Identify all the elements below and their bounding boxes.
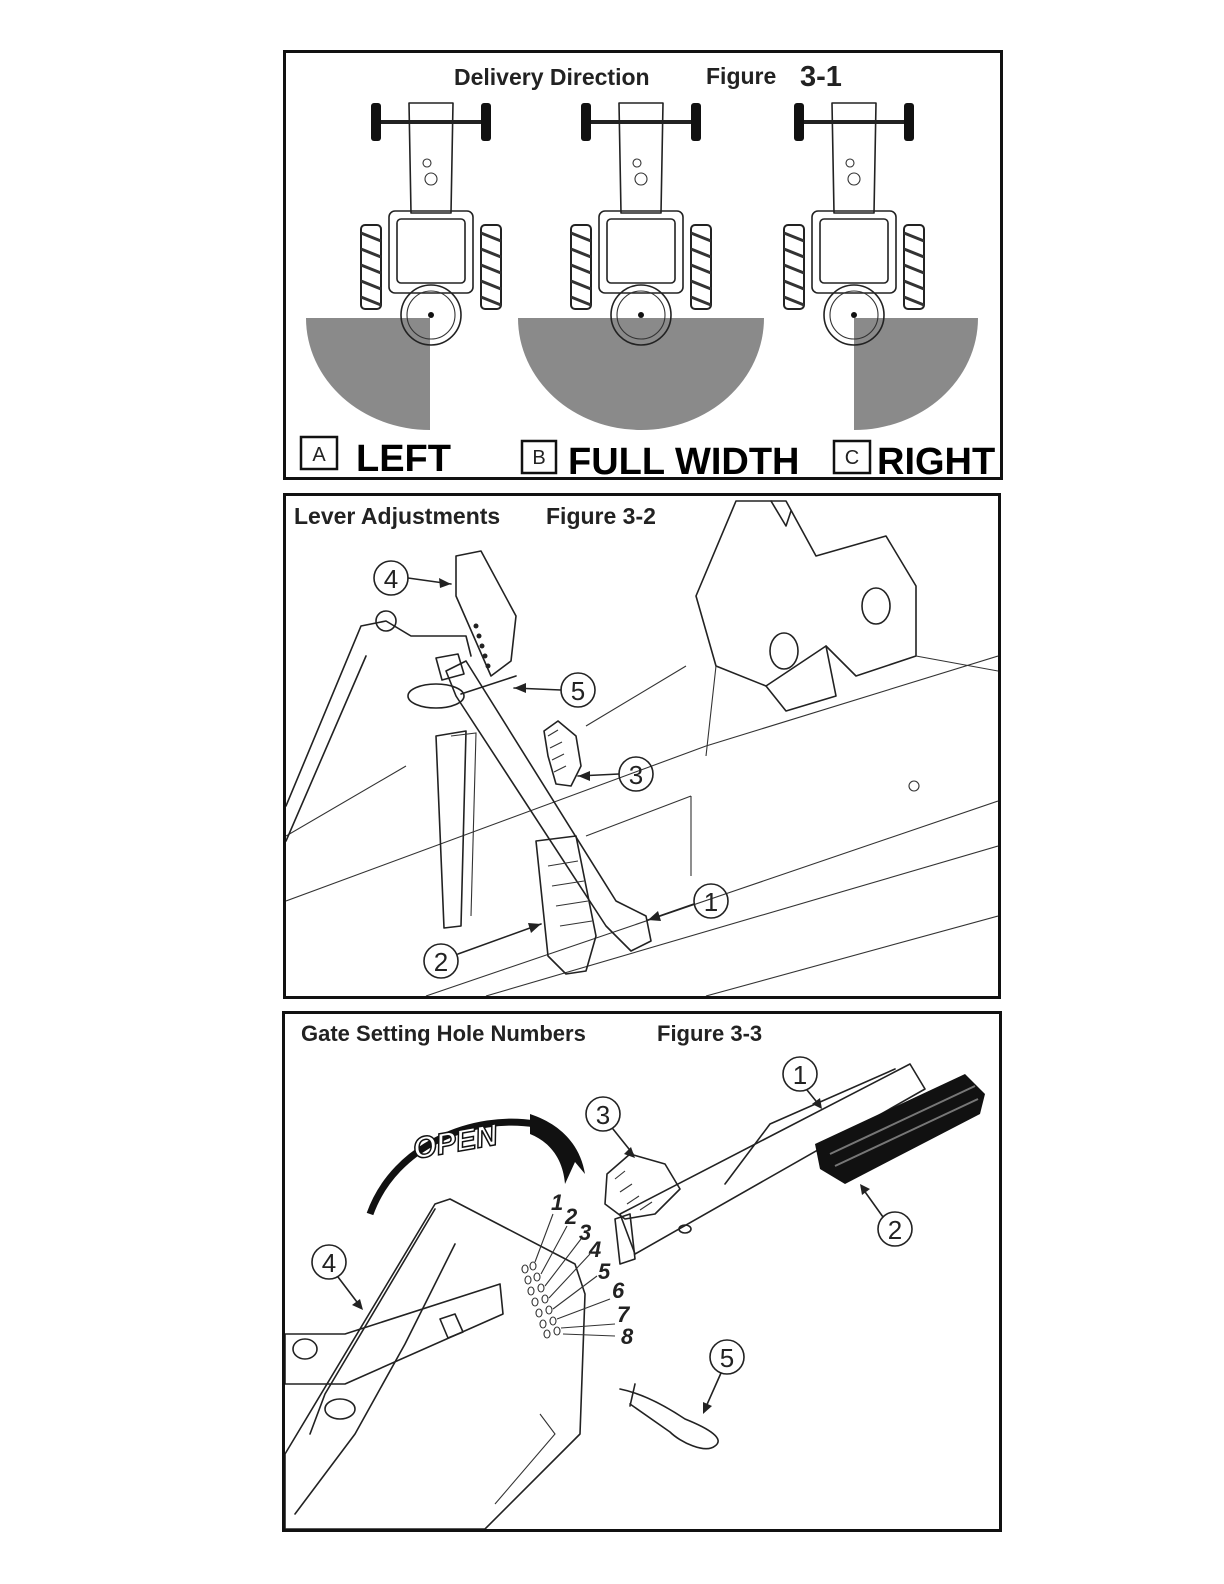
svg-text:5: 5	[720, 1343, 734, 1373]
callout-3: 3	[586, 1097, 635, 1158]
option-a-letter: A	[312, 444, 326, 466]
figure-3-3-label: Figure 3-3	[657, 1021, 762, 1046]
option-a-label: LEFT	[356, 438, 451, 477]
figure-3-1-word: Figure	[706, 63, 776, 89]
svg-text:2: 2	[434, 947, 448, 977]
lever-grip	[815, 1074, 985, 1184]
svg-text:2: 2	[888, 1215, 902, 1245]
gate-link-bar	[285, 1284, 503, 1384]
callout-2: 2	[424, 923, 541, 978]
option-c-label: RIGHT	[877, 441, 995, 477]
callout-5: 5	[514, 673, 595, 707]
delivery-direction-illustration: Delivery Direction Figure 3-1	[286, 53, 1000, 477]
callout-1: 1	[648, 884, 728, 921]
tractor-full-width	[571, 103, 711, 345]
callout-4: 4	[312, 1245, 363, 1310]
adjustment-knob	[544, 721, 581, 786]
svg-text:3: 3	[629, 760, 643, 790]
svg-text:5: 5	[598, 1259, 611, 1284]
svg-text:1: 1	[704, 887, 718, 917]
option-b-letter: B	[532, 447, 545, 469]
spread-pattern-left	[306, 318, 430, 430]
spread-pattern-full-width	[518, 318, 764, 430]
spread-pattern-right	[854, 318, 978, 430]
figure-3-3-title: Gate Setting Hole Numbers	[301, 1021, 586, 1046]
svg-text:6: 6	[612, 1278, 625, 1303]
svg-text:3: 3	[596, 1100, 610, 1130]
figure-3-2-title: Lever Adjustments	[294, 503, 500, 529]
lock-knob	[605, 1154, 680, 1219]
open-label: OPEN	[410, 1118, 501, 1165]
callout-3: 3	[578, 757, 653, 791]
svg-text:4: 4	[384, 564, 398, 594]
adjustment-lever	[446, 661, 651, 951]
figure-3-1-delivery-direction: Delivery Direction Figure 3-1	[283, 50, 1003, 480]
svg-text:5: 5	[571, 676, 585, 706]
figure-3-1-title: Delivery Direction	[454, 64, 650, 90]
option-b-label: FULL WIDTH	[568, 441, 799, 477]
figure-3-3-gate-setting-hole-numbers: Gate Setting Hole Numbers Figure 3-3 OPE…	[282, 1011, 1002, 1532]
svg-text:4: 4	[322, 1248, 336, 1278]
figure-3-2-lever-adjustments: Lever Adjustments Figure 3-2	[283, 493, 1001, 999]
figure-3-2-label: Figure 3-2	[546, 503, 656, 529]
callout-1: 1	[783, 1057, 822, 1109]
figure-3-1-number: 3-1	[800, 61, 842, 93]
callout-4: 4	[374, 561, 451, 595]
lever-stand	[436, 731, 466, 928]
callout-2: 2	[860, 1184, 912, 1246]
pivot-bolt	[436, 654, 464, 680]
svg-text:2: 2	[564, 1204, 578, 1229]
tractor-left	[361, 103, 501, 345]
callout-5: 5	[703, 1340, 744, 1414]
lever-handle-grip	[536, 836, 596, 974]
svg-text:1: 1	[793, 1060, 807, 1090]
lever-adjustments-illustration: Lever Adjustments Figure 3-2	[286, 496, 998, 996]
svg-text:8: 8	[621, 1324, 634, 1349]
option-c-letter: C	[845, 447, 859, 469]
gate-setting-illustration: Gate Setting Hole Numbers Figure 3-3 OPE…	[285, 1014, 999, 1529]
svg-text:1: 1	[551, 1190, 563, 1215]
tractor-right	[784, 103, 924, 345]
hair-pin-clip	[620, 1389, 718, 1449]
